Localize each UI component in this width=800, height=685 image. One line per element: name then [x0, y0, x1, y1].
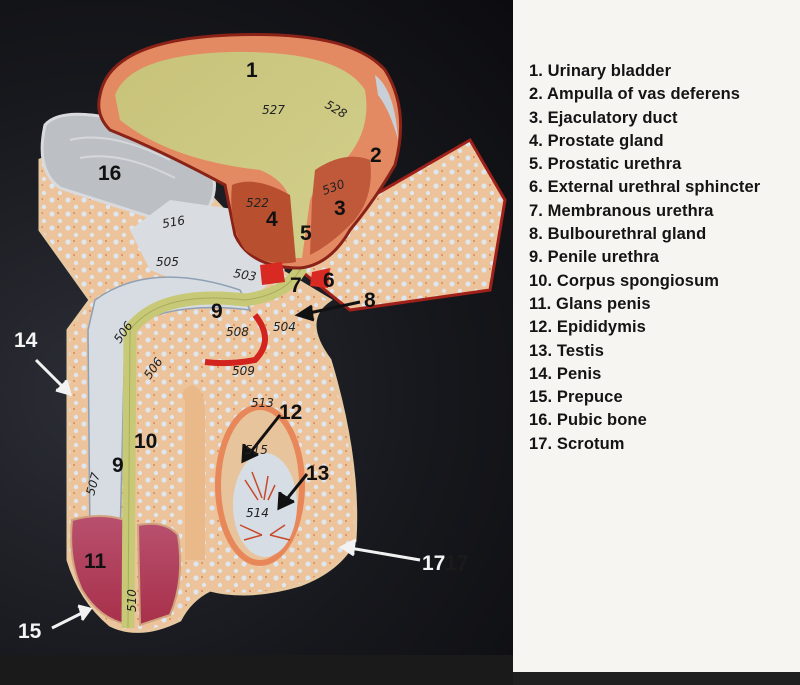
callout-8: 8 — [364, 289, 376, 312]
legend-item: 1. Urinary bladder — [529, 62, 672, 80]
legend-item: 14. Penis — [529, 364, 602, 383]
external-urethral-sphincter-right — [310, 268, 330, 288]
callout-2: 2 — [370, 144, 382, 167]
bottom-border — [0, 655, 513, 685]
legend-item: 16. Pubic bone — [529, 411, 647, 430]
code-507: 507 — [83, 471, 103, 497]
legend-list: 1. Urinary bladder 2. Ampulla of vas def… — [529, 60, 760, 456]
callout-7: 7 — [290, 274, 302, 297]
callout-10: 10 — [134, 430, 157, 453]
callout-17-shadow: 17 — [445, 552, 468, 575]
callout-12: 12 — [279, 401, 302, 424]
code-505: 505 — [156, 255, 179, 269]
legend-item: 13. Testis — [529, 341, 604, 360]
code-527: 527 — [262, 103, 285, 117]
callout-17: 17 — [422, 552, 445, 575]
code-503: 503 — [232, 266, 257, 284]
legend-item: 6. External urethral sphincter — [529, 178, 761, 197]
callout-13: 13 — [306, 462, 329, 485]
legend-item: 17. Scrotum — [529, 434, 625, 453]
code-515: 515 — [245, 443, 268, 457]
code-516: 516 — [161, 213, 186, 231]
code-508: 508 — [226, 325, 249, 339]
callout-16: 16 — [98, 162, 121, 185]
legend-item: 12. Epididymis — [529, 318, 646, 337]
legend-item: 8. Bulbourethral gland — [529, 225, 707, 244]
urinary-bladder — [97, 32, 403, 270]
external-urethral-sphincter — [260, 262, 285, 285]
legend-item: 4. Prostate gland — [529, 131, 664, 150]
legend-item: 11. Glans penis — [529, 294, 651, 313]
bottom-border-right — [513, 672, 800, 685]
callout-9-upper: 9 — [211, 300, 223, 323]
legend-item: 2. Ampulla of vas deferens — [529, 85, 741, 104]
legend-item: 9. Penile urethra — [529, 248, 660, 267]
callout-5: 5 — [300, 222, 312, 245]
callout-14: 14 — [14, 329, 38, 352]
legend-item: 10. Corpus spongiosum — [529, 271, 720, 290]
legend-panel: 1. Urinary bladder 2. Ampulla of vas def… — [513, 0, 800, 672]
pubic-bone — [40, 112, 216, 223]
arrow-17 — [339, 538, 421, 562]
legend-item: 7. Membranous urethra — [529, 201, 714, 220]
callout-15: 15 — [18, 620, 42, 643]
code-522: 522 — [246, 196, 269, 210]
bulb-column — [182, 385, 205, 560]
code-504: 504 — [273, 320, 296, 334]
legend-item: 3. Ejaculatory duct — [529, 108, 678, 127]
prostate-gland — [231, 181, 296, 264]
callout-3: 3 — [334, 197, 346, 220]
anatomy-photo: 1 2 3 4 5 6 7 8 9 9 10 11 12 13 16 17 14… — [0, 0, 513, 655]
callout-11: 11 — [84, 550, 107, 573]
arrow-8 — [294, 300, 361, 322]
code-509: 509 — [232, 364, 255, 378]
ampulla — [310, 156, 371, 255]
code-514: 514 — [246, 506, 269, 520]
arrow-14 — [34, 358, 73, 397]
glans-penis-right — [136, 522, 182, 627]
callout-9-lower: 9 — [112, 454, 124, 477]
arrow-15 — [51, 604, 93, 630]
testis-model — [215, 404, 305, 566]
legend-item: 5. Prostatic urethra — [529, 155, 682, 174]
callout-6: 6 — [323, 269, 335, 292]
bulb-red-arc — [204, 313, 268, 367]
legend-item: 15. Prepuce — [529, 388, 623, 407]
arrow-13 — [277, 473, 309, 511]
anatomy-model: 1 2 3 4 5 6 7 8 9 9 10 11 12 13 16 17 14… — [14, 32, 507, 643]
arrow-12 — [241, 414, 282, 464]
callout-1: 1 — [246, 59, 258, 82]
callout-4: 4 — [266, 208, 278, 231]
arrows — [34, 300, 421, 630]
glans-penis — [70, 515, 132, 627]
code-510: 510 — [125, 589, 139, 612]
code-513: 513 — [251, 396, 274, 410]
